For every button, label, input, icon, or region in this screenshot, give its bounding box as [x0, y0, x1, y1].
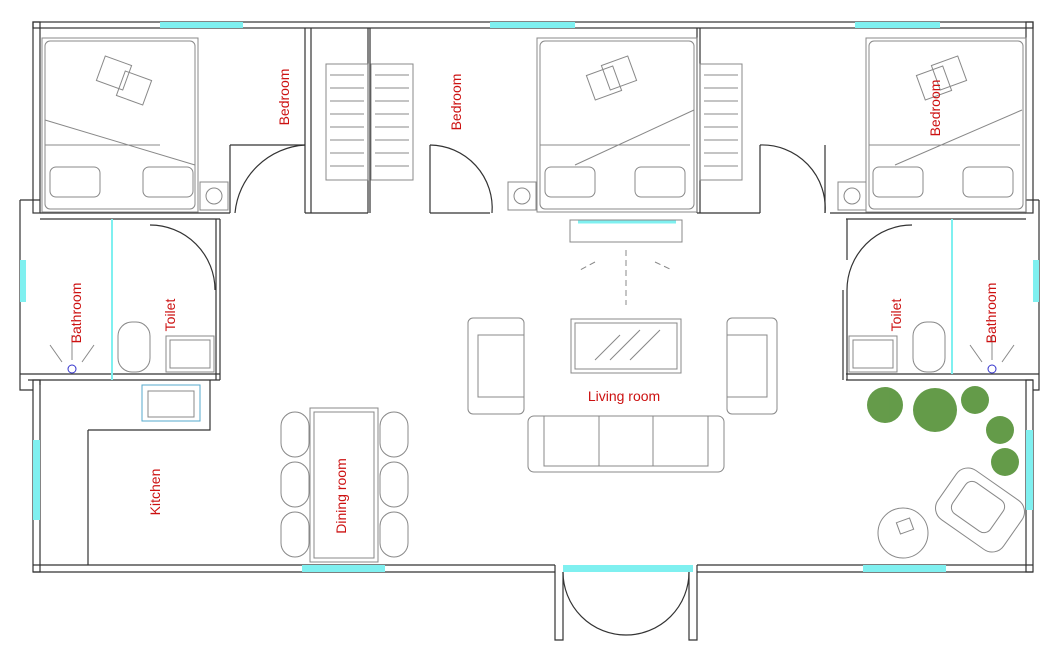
lounge-corner [867, 386, 1025, 559]
label-dining-room: Dining room [333, 458, 349, 533]
label-bathroom-left: Bathroom [68, 283, 84, 344]
label-bedroom-2: Bedroom [448, 74, 464, 131]
beds [41, 37, 1027, 213]
wardrobes [325, 63, 743, 181]
doors [111, 144, 953, 636]
bathroom-fixtures [49, 321, 1015, 374]
living-room-furniture [467, 219, 778, 473]
label-living-room: Living room [588, 388, 660, 404]
label-bedroom-1: Bedroom [276, 69, 292, 126]
label-kitchen: Kitchen [147, 469, 163, 516]
windows [20, 22, 1039, 572]
label-toilet-right: Toilet [888, 299, 904, 332]
label-bathroom-right: Bathroom [983, 283, 999, 344]
room-labels: Bedroom Bedroom Bedroom Bathroom Toilet … [68, 69, 999, 534]
label-toilet-left: Toilet [162, 299, 178, 332]
label-bedroom-3: Bedroom [927, 80, 943, 137]
kitchen-dining-furniture [141, 384, 409, 563]
